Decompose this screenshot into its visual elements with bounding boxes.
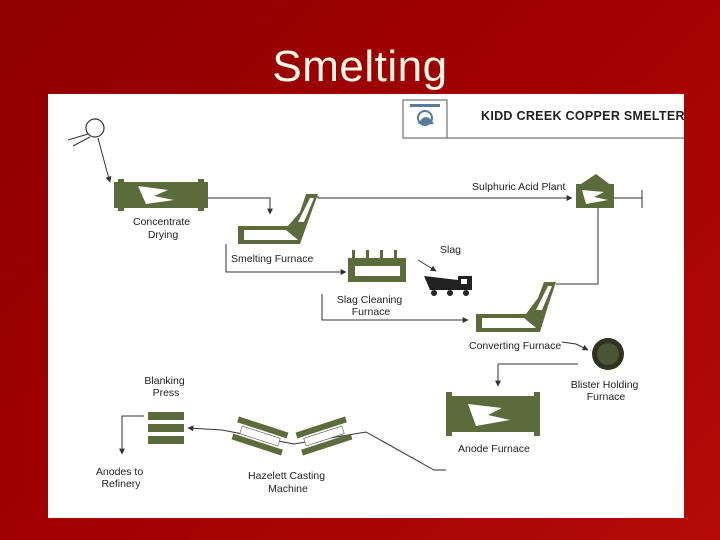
slag-cleaning-line2: Furnace bbox=[352, 306, 391, 318]
converting-furnace bbox=[476, 282, 556, 332]
feed-icon bbox=[67, 118, 105, 147]
concentrate-drying-kiln bbox=[114, 179, 208, 211]
converter-offgas-arrow bbox=[556, 199, 601, 285]
anodes-to-refinery-label: Anodes to Refinery bbox=[96, 466, 146, 490]
sulphuric-acid-plant bbox=[576, 174, 614, 208]
slag-truck-icon bbox=[424, 276, 472, 296]
smelting-furnace-label: Smelting Furnace bbox=[231, 253, 313, 265]
press-to-refinery-arrow bbox=[119, 415, 144, 455]
sulphuric-acid-plant-label: Sulphuric Acid Plant bbox=[472, 181, 565, 193]
slag-cleaning-to-converter-arrow bbox=[321, 294, 469, 323]
acid-plant-outlet bbox=[614, 190, 643, 208]
blanking-press-line2: Press bbox=[153, 387, 180, 399]
smelter-to-slag-cleaning-arrow bbox=[225, 244, 347, 275]
blister-holding-furnace bbox=[592, 338, 624, 370]
blanking-press bbox=[148, 412, 184, 444]
smelting-furnace bbox=[238, 194, 318, 244]
converter-to-holding-arrow bbox=[561, 341, 589, 351]
hazelett-casting-machine bbox=[231, 416, 353, 456]
concentrate-drying-line1: Concentrate bbox=[133, 216, 190, 228]
slide-title: Smelting bbox=[272, 42, 448, 91]
slag-cleaning-line1: Slag Cleaning bbox=[337, 294, 403, 306]
smelter-flow-diagram: KIDD CREEK COPPER SMELTER Concentrate Dr… bbox=[67, 99, 685, 495]
slag-label: Slag bbox=[440, 244, 461, 256]
concentrate-drying-line2: Drying bbox=[148, 229, 179, 241]
slag-cleaning-label: Slag Cleaning Furnace bbox=[337, 294, 405, 318]
converting-furnace-label: Converting Furnace bbox=[469, 340, 561, 352]
blanking-press-label: Blanking Press bbox=[144, 375, 187, 399]
header-logo bbox=[402, 99, 448, 139]
feed-arrow bbox=[97, 137, 112, 183]
hazelett-casting-label: Hazelett Casting Machine bbox=[248, 470, 328, 495]
slag-cleaning-furnace bbox=[348, 250, 406, 282]
blister-holding-line1: Blister Holding bbox=[571, 379, 639, 391]
diagram-header: KIDD CREEK COPPER SMELTER bbox=[481, 109, 684, 123]
hazelett-casting-line1: Hazelett Casting bbox=[248, 470, 325, 482]
blister-holding-line2: Furnace bbox=[587, 391, 626, 403]
blister-holding-label: Blister Holding Furnace bbox=[571, 379, 642, 403]
hazelett-casting-line2: Machine bbox=[268, 483, 308, 495]
blanking-press-line1: Blanking bbox=[144, 375, 184, 387]
offgas-to-acid-plant-arrow bbox=[317, 195, 573, 201]
dryer-to-smelter-arrow bbox=[208, 197, 273, 215]
slag-arrow bbox=[417, 259, 437, 272]
concentrate-drying-label: Concentrate Drying bbox=[133, 216, 193, 241]
anode-furnace bbox=[446, 392, 540, 436]
anodes-to-refinery-line2: Refinery bbox=[101, 478, 141, 490]
anodes-to-refinery-line1: Anodes to bbox=[96, 466, 143, 478]
anode-furnace-label: Anode Furnace bbox=[458, 443, 530, 455]
diagram-panel: KIDD CREEK COPPER SMELTER Concentrate Dr… bbox=[48, 94, 685, 518]
